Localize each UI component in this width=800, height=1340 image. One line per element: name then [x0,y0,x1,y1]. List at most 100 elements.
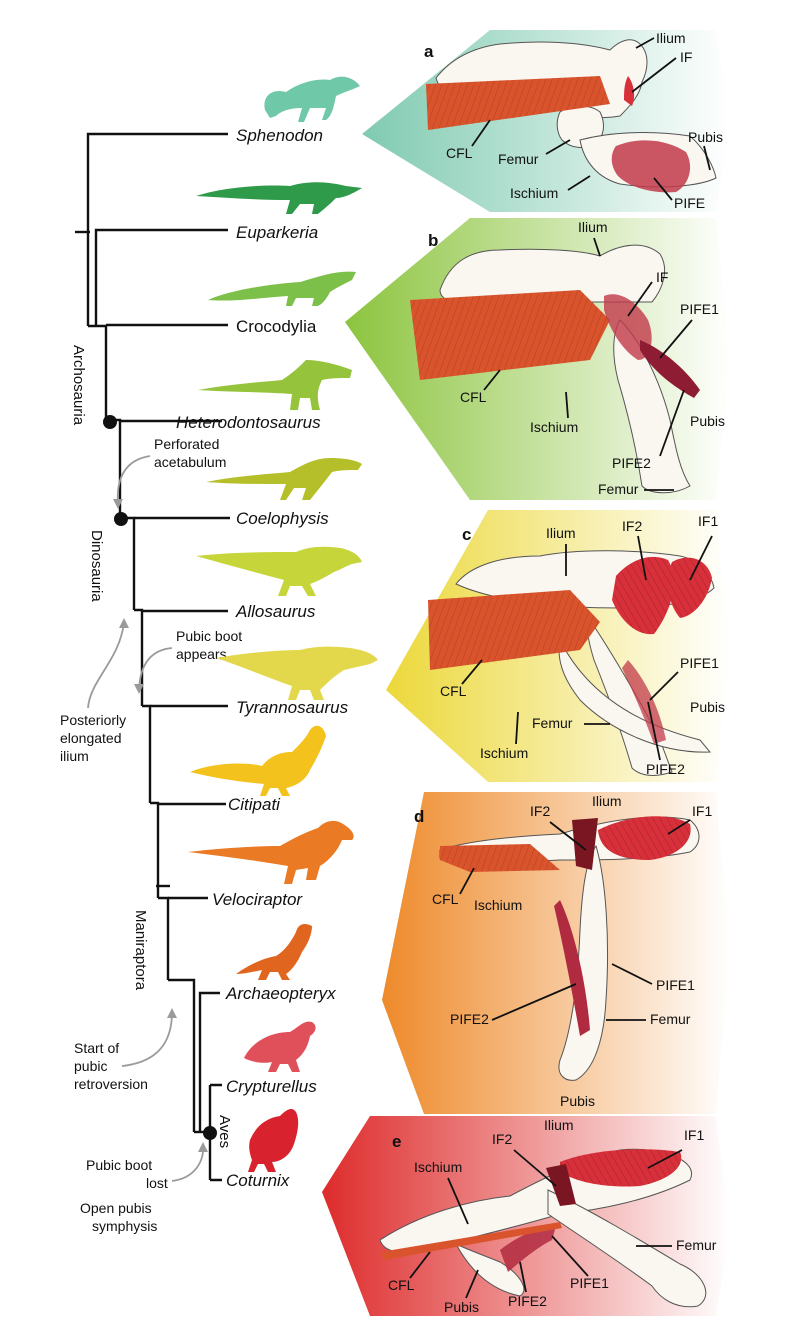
silhouette-coelophysis [206,458,362,500]
taxon-label-euparkeria: Euparkeria [236,223,318,242]
label-d-pife1: PIFE1 [656,977,695,993]
panel-d: d IF2 Ilium IF1 CFL Ischium PIFE1 PIFE2 … [382,792,730,1114]
archosauria-node [103,415,117,429]
annotation-perforated-acetabulum: Perforated acetabulum [113,436,226,509]
panel-e: e IF2 Ilium IF1 Ischium Femur CFL Pubis … [322,1116,730,1316]
label-c-ischium: Ischium [480,745,528,761]
svg-text:symphysis: symphysis [92,1218,157,1234]
taxon-label-velociraptor: Velociraptor [212,890,303,909]
cfl-muscle-e [380,1222,562,1260]
label-c-pife1: PIFE1 [680,655,719,671]
svg-text:acetabulum: acetabulum [154,454,226,470]
panel-letter-d: d [414,807,424,826]
pife-muscle-e [500,1226,556,1272]
label-c-if1: IF1 [698,513,718,529]
silhouette-crypturellus [244,1021,316,1072]
taxon-label-tyrannosaurus: Tyrannosaurus [236,698,349,717]
label-c-ilium: Ilium [546,525,576,541]
silhouette-sphenodon [264,76,360,122]
if2-muscle-e [546,1164,576,1206]
annotation-open-pubis-symphysis: Open pubis symphysis [80,1200,157,1234]
clade-label-archosauria: Archosauria [70,345,87,426]
label-d-pife2: PIFE2 [450,1011,489,1027]
taxon-label-coelophysis: Coelophysis [236,509,329,528]
silhouette-crocodylia [208,271,356,306]
pife-muscle-b [640,340,700,398]
label-b-femur: Femur [598,481,639,497]
label-e-pife2: PIFE2 [508,1293,547,1309]
label-d-if2: IF2 [530,803,550,819]
label-c-pife2: PIFE2 [646,761,685,777]
silhouette-archaeopteryx [236,924,312,980]
if1-muscle-d [598,816,691,860]
clade-label-aves: Aves [216,1115,233,1148]
label-b-pife1: PIFE1 [680,301,719,317]
pife2-muscle-d [554,900,590,1036]
label-a-pife: PIFE [674,195,705,211]
label-e-cfl: CFL [388,1277,415,1293]
label-a-ilium: Ilium [656,30,686,46]
label-e-ischium: Ischium [414,1159,462,1175]
silhouette-heterodontosaurus [198,360,352,410]
label-b-cfl: CFL [460,389,487,405]
label-b-if: IF [656,269,668,285]
if2-muscle-c [612,556,674,635]
aves-node [203,1126,217,1140]
svg-text:pubic: pubic [74,1058,107,1074]
pife-muscle-c [622,660,666,744]
cfl-muscle-a [426,76,610,130]
panel-letter-a: a [424,42,434,61]
silhouette-euparkeria [196,182,362,214]
svg-text:Open pubis: Open pubis [80,1200,152,1216]
if1-muscle-e [560,1149,682,1187]
label-d-cfl: CFL [432,891,459,907]
svg-text:retroversion: retroversion [74,1076,148,1092]
taxon-label-sphenodon: Sphenodon [236,126,323,145]
if1-muscle-c [667,557,712,618]
pife-muscle-a [611,140,691,193]
label-d-if1: IF1 [692,803,712,819]
label-b-pife2: PIFE2 [612,455,651,471]
svg-text:Pubic boot: Pubic boot [176,628,242,644]
label-e-if1: IF1 [684,1127,704,1143]
clade-label-maniraptora: Maniraptora [132,910,149,991]
panel-letter-e: e [392,1132,401,1151]
label-d-pubis: Pubis [560,1093,595,1109]
label-e-ilium: Ilium [544,1117,574,1133]
svg-text:lost: lost [146,1175,168,1191]
label-e-if2: IF2 [492,1131,512,1147]
label-c-cfl: CFL [440,683,467,699]
silhouette-citipati [190,725,326,796]
label-b-pubis: Pubis [690,413,725,429]
if2-muscle-d [572,818,598,870]
label-c-if2: IF2 [622,518,642,534]
dinosauria-node [114,512,128,526]
taxon-label-crypturellus: Crypturellus [226,1077,317,1096]
annotation-posteriorly-elongated-ilium: Posteriorly elongated ilium [60,618,129,764]
taxon-label-allosaurus: Allosaurus [235,602,316,621]
if-muscle-b [604,294,652,360]
label-e-femur: Femur [676,1237,717,1253]
label-b-ilium: Ilium [578,219,608,235]
silhouette-allosaurus [196,546,362,596]
panel-c: c Ilium IF2 IF1 CFL PIFE1 Femur Pubis Is… [386,510,730,782]
label-b-ischium: Ischium [530,419,578,435]
svg-text:elongated: elongated [60,730,122,746]
svg-text:Pubic boot: Pubic boot [86,1157,152,1173]
label-c-pubis: Pubis [690,699,725,715]
svg-text:Perforated: Perforated [154,436,219,452]
svg-text:appears: appears [176,646,227,662]
taxon-label-citipati: Citipati [228,795,281,814]
cfl-muscle-b [410,290,610,380]
label-a-if: IF [680,49,692,65]
taxon-label-crocodylia: Crocodylia [236,317,317,336]
label-d-femur: Femur [650,1011,691,1027]
panel-b: b Ilium IF PIFE1 CFL Ischium Pubis PIFE2… [345,218,730,500]
panel-letter-b: b [428,231,438,250]
annotation-pubic-boot-appears: Pubic boot appears [134,628,242,694]
label-e-pife1: PIFE1 [570,1275,609,1291]
label-d-ischium: Ischium [474,897,522,913]
svg-text:ilium: ilium [60,748,89,764]
label-c-femur: Femur [532,715,573,731]
